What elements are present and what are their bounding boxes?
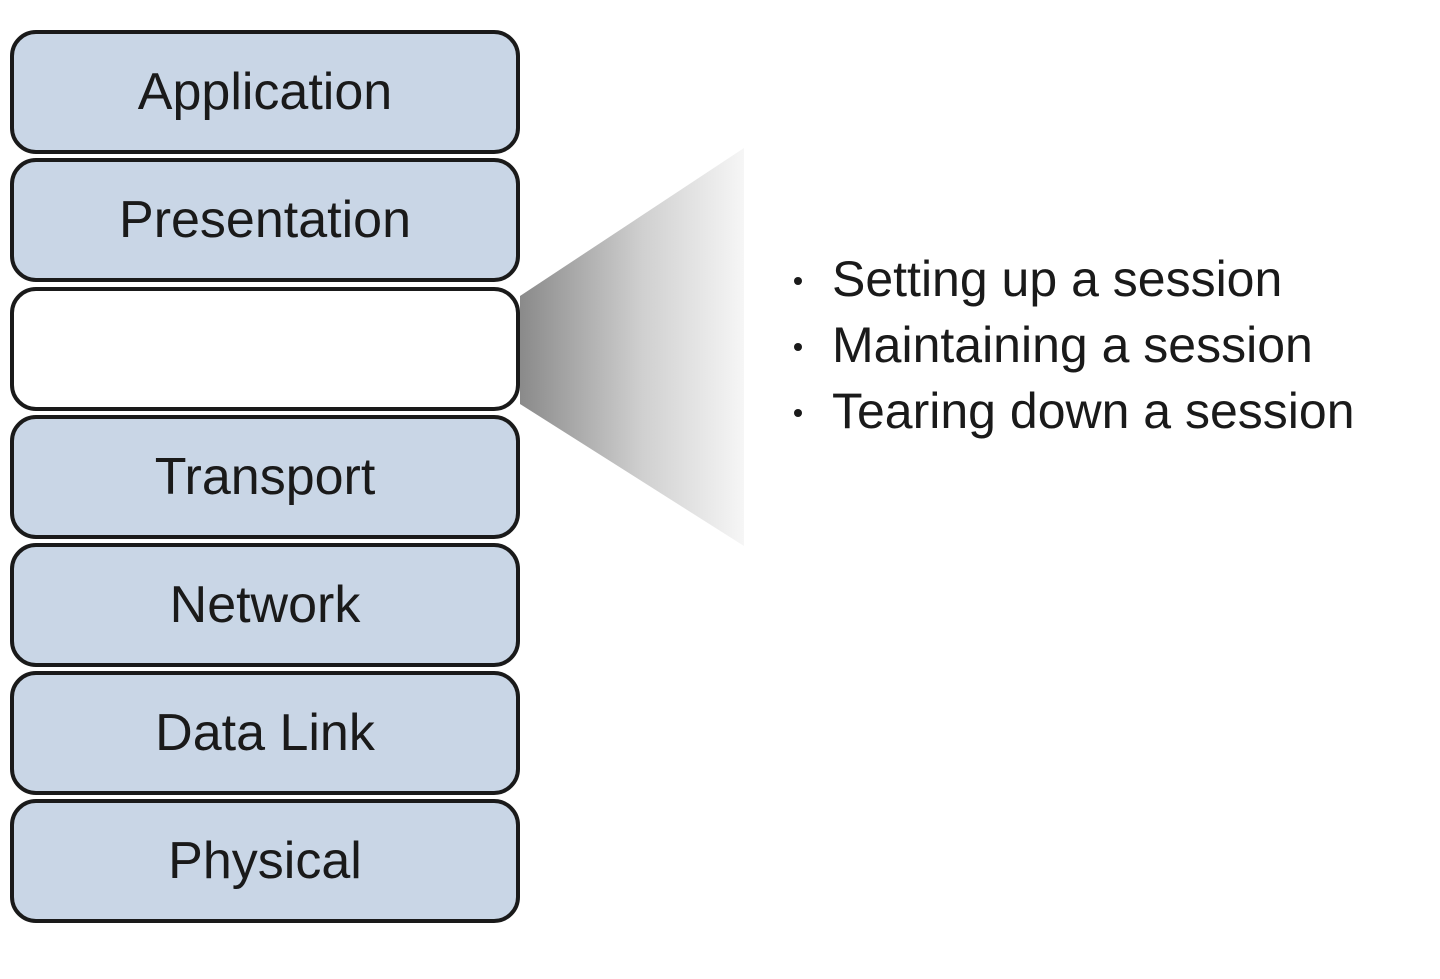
layer-application: Application [10,30,520,154]
layer-network: Network [10,543,520,667]
function-text: Maintaining a session [832,317,1313,373]
layer-transport: Transport [10,415,520,539]
list-item: Tearing down a session [790,378,1355,444]
bullet-icon [794,409,802,417]
layer-label: Presentation [119,191,411,249]
bullet-icon [794,343,802,351]
layer-physical: Physical [10,799,520,923]
layer-label: Network [169,576,361,634]
function-text: Tearing down a session [832,383,1355,439]
layer-label: Transport [154,448,376,506]
layer-function-list: Setting up a session Maintaining a sessi… [790,246,1355,444]
list-item: Maintaining a session [790,312,1355,378]
bullet-icon [794,277,802,285]
layer-label: Data Link [155,704,375,762]
layer-label: Physical [168,832,362,890]
list-item: Setting up a session [790,246,1355,312]
callout-wedge-shape [520,148,744,546]
layer-presentation: Presentation [10,158,520,282]
layer-data-link: Data Link [10,671,520,795]
function-text: Setting up a session [832,251,1283,307]
layer-highlighted-blank [10,287,520,411]
layer-label: Application [137,63,393,121]
